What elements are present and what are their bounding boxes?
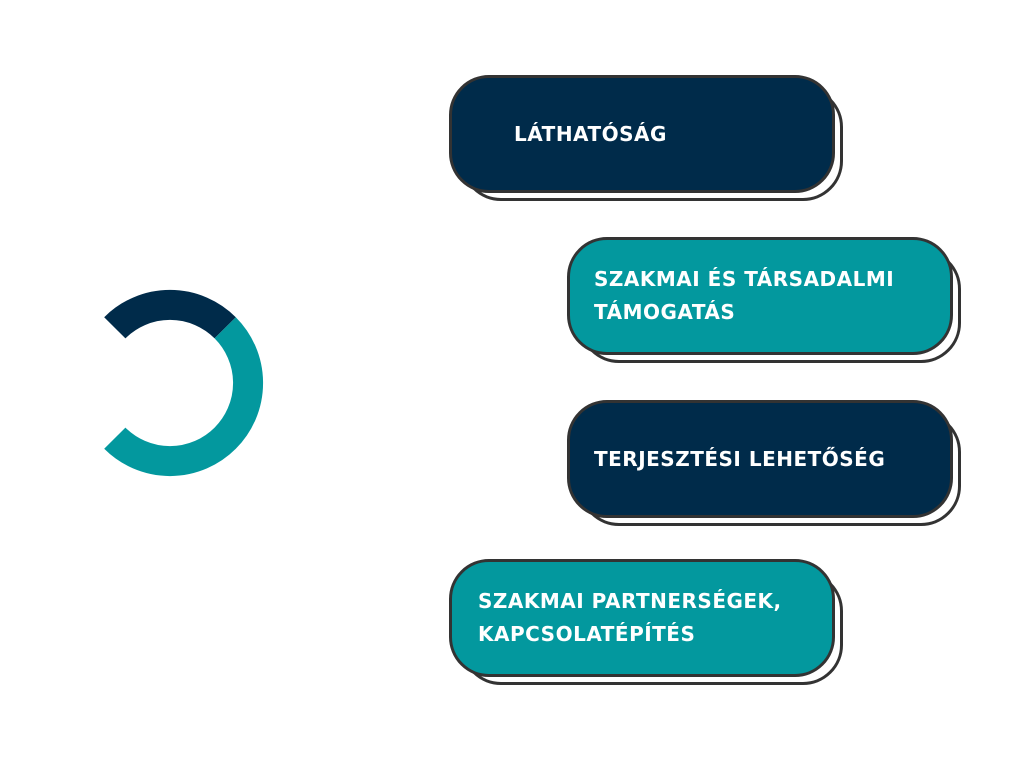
ring-segment-dark [104,289,236,339]
item-label: TERJESZTÉSI LEHETŐSÉG [594,446,886,471]
card-face: TERJESZTÉSI LEHETŐSÉG [567,400,953,518]
ring-chart [104,289,263,476]
item-card-4: SZAKMAI PARTNERSÉGEK, KAPCSOLATÉPÍTÉS [449,559,843,685]
item-card-1: LÁTHATÓSÁG [449,75,843,201]
item-card-3: TERJESZTÉSI LEHETŐSÉG [567,400,961,526]
card-face: SZAKMAI ÉS TÁRSADALMI TÁMOGATÁS [567,237,953,355]
item-label: SZAKMAI PARTNERSÉGEK, KAPCSOLATÉPÍTÉS [478,589,782,646]
card-face: SZAKMAI PARTNERSÉGEK, KAPCSOLATÉPÍTÉS [449,559,835,677]
ring-segment-teal [104,317,263,476]
item-card-2: SZAKMAI ÉS TÁRSADALMI TÁMOGATÁS [567,237,961,363]
item-label: LÁTHATÓSÁG [514,121,667,146]
card-face: LÁTHATÓSÁG [449,75,835,193]
item-label: SZAKMAI ÉS TÁRSADALMI TÁMOGATÁS [594,267,895,324]
